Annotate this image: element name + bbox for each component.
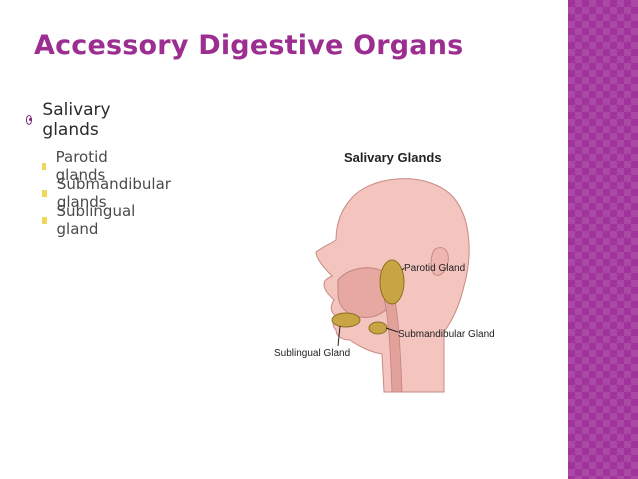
slide-title: Accessory Digestive Organs	[34, 30, 464, 61]
parotid-gland-shape	[379, 259, 405, 305]
square-bullet-icon	[42, 162, 46, 170]
ear	[430, 247, 449, 276]
submandibular-leader-line	[385, 327, 399, 333]
sublingual-gland-shape	[331, 312, 361, 328]
sub-bullet-text: Sublingual gland	[56, 202, 136, 238]
sub-bullet-parotid: Parotid glands	[42, 148, 111, 184]
sub-bullet-text: Parotid glands	[55, 148, 108, 184]
square-bullet-icon	[42, 216, 47, 224]
bullet-text: Salivary glands	[42, 100, 111, 140]
submandibular-gland-shape	[368, 321, 388, 335]
sublingual-gland-label: Sublingual Gland	[274, 348, 350, 359]
square-bullet-icon	[42, 189, 47, 197]
decorative-side-band	[568, 0, 638, 479]
salivary-glands-illustration: Salivary Glands Parotid Gland Submandibu…	[274, 150, 495, 393]
submandibular-gland-label: Submandibular Gland	[398, 329, 495, 340]
sub-bullet-text: Submandibular glands	[56, 175, 171, 211]
bullet-salivary-glands: Salivary glands	[26, 100, 114, 140]
sub-bullet-sublingual: Sublingual gland	[42, 202, 138, 238]
circle-bullet-icon	[26, 115, 33, 125]
figure-heading: Salivary Glands	[344, 150, 442, 165]
parotid-gland-label: Parotid Gland	[404, 263, 465, 274]
throat	[381, 287, 403, 393]
parotid-leader-line	[401, 267, 405, 271]
sublingual-leader-line	[337, 325, 341, 347]
sub-bullet-submandibular: Submandibular glands	[42, 175, 173, 211]
